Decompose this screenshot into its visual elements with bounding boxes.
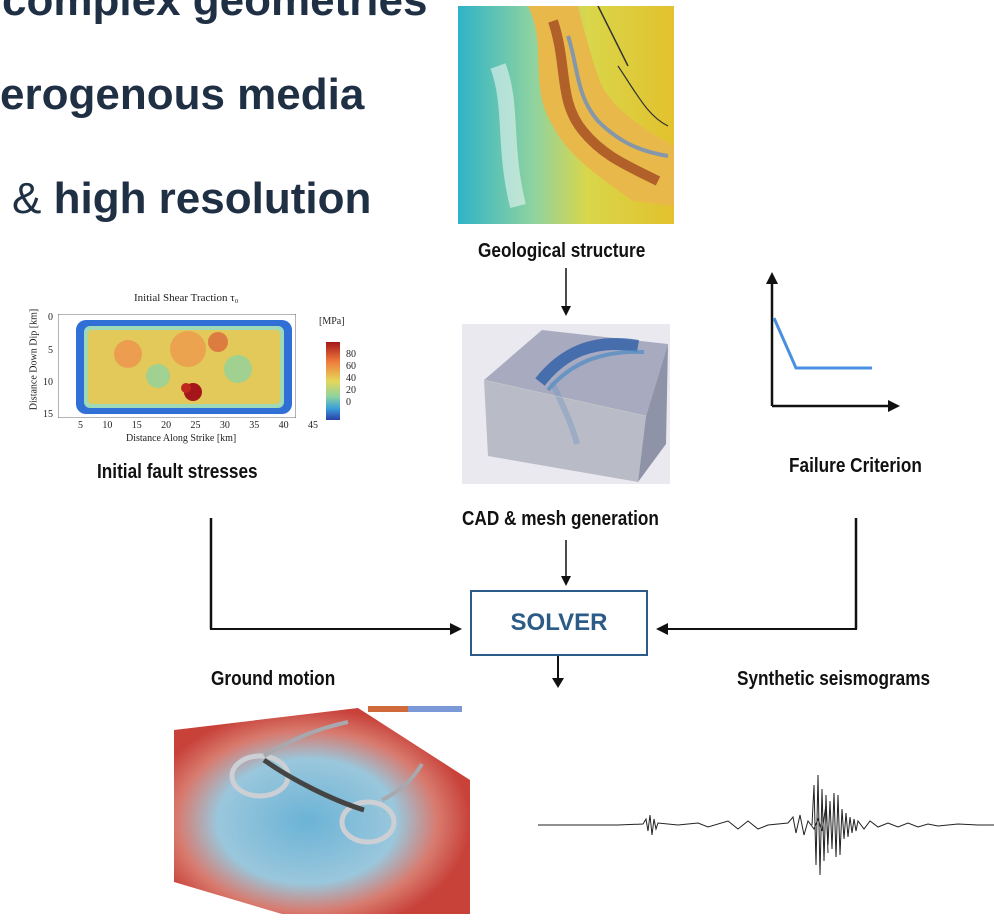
arrow-mesh-to-solver [561,540,571,586]
initial-fault-stresses-label: Initial fault stresses [97,461,258,483]
cbar-tick: 60 [346,361,356,372]
title-line-1: complex geometries [2,0,428,26]
xtick: 30 [219,420,230,431]
stress-plot-xlabel: Distance Along Strike [km] [126,433,237,444]
ground-motion-image [174,706,470,914]
stress-plot-title-text: Initial Shear Traction [134,292,228,304]
stress-plot-heatmap [58,314,296,418]
title-line-2: erogenous media [0,70,364,120]
stress-plot-xticks: 5 10 15 20 25 30 35 40 45 [78,420,318,431]
xtick: 15 [131,420,142,431]
title-line-3: & high resolution [12,174,371,224]
xtick: 25 [190,420,201,431]
title-amp: & [12,174,42,223]
arrow-criterion-to-solver [656,518,858,635]
solver-box: SOLVER [470,590,648,656]
xtick: 10 [102,420,113,431]
stress-plot-title: Initial Shear Traction τ₀ [134,292,239,304]
solver-label: SOLVER [510,609,608,636]
arrow-solver-down [552,656,564,688]
stress-plot-ytick-0: 0 [48,312,53,323]
title-line-1-text: complex geometries [2,0,428,25]
stress-plot-unit: [MPa] [319,316,345,327]
synthetic-seismograms-label: Synthetic seismograms [737,668,931,690]
stress-plot-ylabel: Distance Down Dip [km] [28,308,40,411]
arrow-geo-to-mesh [561,268,571,316]
failure-criterion-plot [766,272,900,412]
stress-plot-colorbar [326,342,340,420]
xtick: 40 [278,420,289,431]
cbar-tick: 20 [346,385,356,396]
xtick: 45 [308,420,318,431]
xtick: 5 [78,420,83,431]
cbar-tick: 0 [346,397,351,408]
ground-motion-label: Ground motion [211,668,336,690]
title-line-3-text: high resolution [53,174,372,223]
geological-structure-image [458,6,674,224]
stress-plot-title-symbol: τ₀ [230,292,239,304]
title-line-2-text: erogenous media [0,70,365,119]
xtick: 20 [161,420,172,431]
cbar-tick: 40 [346,373,356,384]
stress-plot-ytick-15: 15 [43,409,53,420]
stress-plot: Initial Shear Traction τ₀ Distance Down … [26,292,366,457]
cbar-tick: 80 [346,349,356,360]
geological-structure-label: Geological structure [478,240,646,262]
failure-criterion-label: Failure Criterion [789,455,922,477]
stress-plot-ytick-5: 5 [48,345,53,356]
seismogram-image [538,774,994,876]
cad-mesh-image [462,324,670,484]
cad-mesh-label: CAD & mesh generation [462,508,659,530]
colorbar-ticks: 80 60 40 20 0 [346,349,356,409]
arrow-stresses-to-solver [209,518,462,635]
xtick: 35 [249,420,260,431]
stress-plot-ytick-10: 10 [43,377,53,388]
